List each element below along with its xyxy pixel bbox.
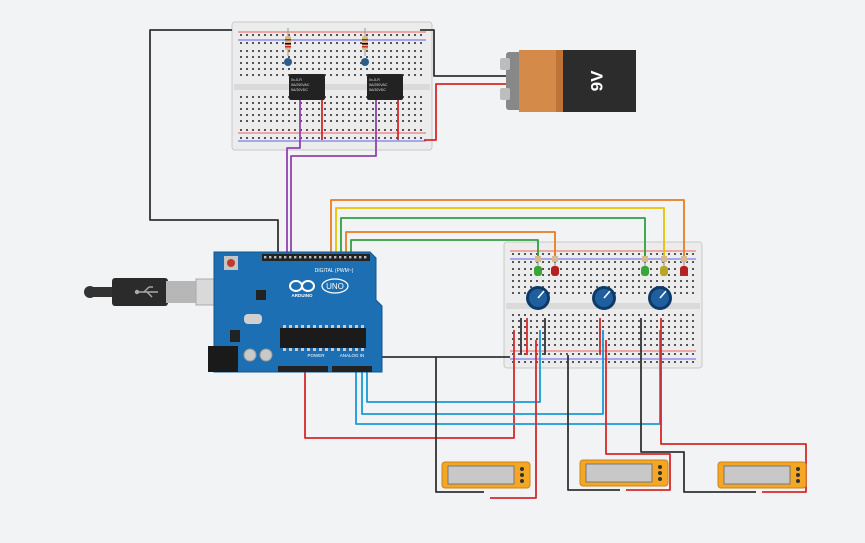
wire-purple-relay1 — [286, 100, 301, 258]
potentiometer-3[interactable] — [648, 286, 672, 310]
relay-2-line1: 0x-5-R — [369, 78, 380, 82]
wire-red-sensor2 — [605, 340, 671, 491]
wire-yellow-1 — [335, 207, 665, 262]
uno-label: UNO — [326, 282, 344, 291]
wire-black-sensor3 — [640, 355, 756, 493]
relay-1-line3: 5A/30VDC — [291, 88, 308, 92]
power-jack[interactable] — [208, 346, 238, 372]
wire-red-battery — [424, 83, 510, 141]
wire-black-gnd-top — [149, 29, 279, 256]
wire-black-battery — [420, 29, 510, 77]
led-yellow-2[interactable] — [660, 262, 668, 276]
sensor-module-1[interactable] — [441, 461, 531, 489]
battery-label: 9V — [587, 70, 606, 91]
wire-orange-2 — [345, 231, 556, 262]
wire-blue-a0 — [355, 330, 661, 425]
sensor-module-3[interactable] — [717, 461, 807, 489]
led-green-2[interactable] — [641, 262, 649, 276]
wire-orange-1 — [330, 199, 685, 262]
led-red-2[interactable] — [680, 262, 688, 276]
wire-green-1 — [340, 217, 646, 262]
relay-1[interactable]: 0x-5-R 5A/250VAC 5A/30VDC — [289, 74, 325, 100]
usb-symbol-icon — [134, 286, 158, 298]
wire-black-sensor1 — [435, 357, 484, 493]
diode-2[interactable] — [361, 58, 369, 66]
infinity-logo-icon — [289, 280, 315, 292]
potentiometer-2[interactable] — [592, 286, 616, 310]
resistor-1[interactable] — [285, 28, 291, 56]
wire-red-sensor3 — [660, 355, 807, 493]
wire-blue-a2 — [366, 330, 541, 403]
wire-blue-a1 — [361, 330, 604, 415]
wire-black-sensor2 — [567, 355, 620, 491]
analog-label: ANALOG IN — [340, 353, 365, 358]
relay-2[interactable]: 0x-5-R 5A/250VAC 5A/30VDC — [367, 74, 403, 100]
sensor-module-2[interactable] — [579, 459, 669, 487]
wires — [149, 29, 807, 499]
uno-badge — [321, 278, 349, 294]
potentiometer-1[interactable] — [526, 286, 550, 310]
atmega-chip — [280, 328, 366, 348]
wire-green-2 — [350, 239, 539, 262]
digital-pins — [264, 256, 367, 259]
led-green-1[interactable] — [534, 262, 542, 276]
arduino-uno-board[interactable]: DIGITAL (PWM~) UNO ARDUINO POWER ANALOG … — [208, 251, 383, 373]
top-breadboard[interactable] — [231, 21, 433, 151]
relay-1-line1: 0x-5-R — [291, 78, 302, 82]
power-label: POWER — [307, 353, 325, 358]
relay-2-line3: 5A/30VDC — [369, 88, 386, 92]
battery-9v[interactable]: 9V — [500, 50, 636, 112]
wire-red-5v — [304, 330, 515, 439]
led-red-1[interactable] — [551, 262, 559, 276]
wire-purple-relay2 — [290, 100, 377, 258]
relay-2-line2: 5A/250VAC — [369, 83, 388, 87]
digital-label: DIGITAL (PWM~) — [315, 268, 354, 274]
power-header — [278, 366, 328, 372]
wire-red-sensor1 — [490, 340, 537, 499]
analog-header — [332, 366, 372, 372]
relay-1-line2: 5A/250VAC — [291, 83, 310, 87]
resistor-2[interactable] — [362, 28, 368, 56]
arduino-label: ARDUINO — [292, 293, 313, 298]
diode-1[interactable] — [284, 58, 292, 66]
usb-cable[interactable] — [84, 278, 235, 306]
